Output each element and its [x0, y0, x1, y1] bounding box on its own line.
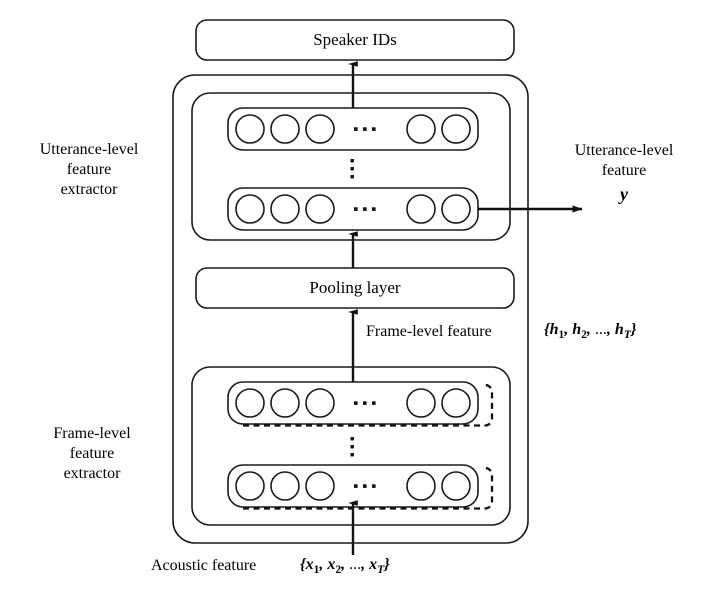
input-seq-term-1-base: x: [305, 556, 314, 573]
utterance-layer-bottom-box: [227, 187, 479, 231]
frame-layer-top-circles: [235, 388, 471, 418]
input-seq-term-2-sub: 2: [335, 564, 342, 577]
input-seq-term-2-base: x: [327, 556, 336, 573]
hidden-seq-ellipsis: ...: [594, 321, 607, 338]
frame-extractor-label-line3: extractor: [63, 465, 121, 482]
utterance-layer-bottom-ellipsis: [354, 207, 376, 211]
utterance-layer-top-box: [227, 107, 479, 151]
frame-extractor-label-line2: feature: [69, 445, 115, 462]
input-sequence-math: {x1, x2, ..., xT}: [300, 555, 390, 578]
utterance-layer-top-ellipsis: [354, 127, 376, 131]
utterance-extractor-label: Utterance-level feature extractor: [14, 140, 164, 200]
utterance-feature-symbol: y: [620, 184, 628, 204]
pooling-layer-label: Pooling layer: [309, 278, 401, 297]
pooling-layer-box: [195, 267, 515, 309]
utterance-extractor-label-line1: Utterance-level: [39, 141, 139, 158]
utterance-vertical-ellipsis: [350, 159, 354, 179]
frame-layer-top-recurrent-loop: [243, 383, 494, 427]
hidden-seq-term-1-sub: 1: [558, 329, 565, 342]
input-seq-last-base: x: [369, 556, 378, 573]
hidden-sequence-math: {h1, h2, ..., hT}: [544, 320, 636, 343]
acoustic-feature-label: Acoustic feature: [151, 557, 257, 574]
frame-layer-bottom-recurrent-loop: [243, 466, 494, 510]
input-seq-term-1-sub: 1: [313, 564, 320, 577]
input-seq-last-sub: T: [377, 564, 385, 577]
frame-extractor-container: [191, 366, 511, 526]
frame-extractor-label: Frame-level feature extractor: [22, 424, 162, 484]
hidden-seq-last-sub: T: [623, 329, 631, 342]
utterance-feature-label-line1: Utterance-level: [574, 142, 674, 159]
speaker-ids-label: Speaker IDs: [313, 30, 397, 49]
utterance-extractor-container: [191, 92, 511, 241]
hidden-seq-term-1-base: h: [549, 321, 559, 338]
input-seq-comma-3: ,: [361, 556, 370, 573]
input-seq-comma-1: ,: [319, 556, 328, 573]
utterance-layer-top-circles: [235, 114, 471, 144]
frame-vertical-ellipsis: [350, 437, 354, 457]
utterance-feature-label: Utterance-level feature y: [540, 141, 708, 206]
hidden-seq-last-base: h: [614, 321, 624, 338]
hidden-seq-comma-2: ,: [586, 321, 595, 338]
frame-layer-top-box: [227, 381, 479, 425]
input-seq-ellipsis: ...: [349, 556, 362, 573]
frame-level-feature-label: Frame-level feature: [366, 323, 492, 340]
utterance-extractor-label-line3: extractor: [60, 181, 118, 198]
input-seq-comma-2: ,: [341, 556, 350, 573]
speaker-ids-box: [195, 19, 515, 61]
hidden-seq-comma-1: ,: [564, 321, 573, 338]
frame-extractor-label-line1: Frame-level: [53, 425, 131, 442]
hidden-seq-term-2-sub: 2: [581, 329, 587, 342]
hidden-seq-close: }: [630, 321, 637, 338]
network-outer-container: [172, 74, 529, 544]
utterance-extractor-label-line2: feature: [66, 161, 112, 178]
hidden-seq-open: {: [544, 321, 550, 338]
input-seq-close: }: [384, 556, 390, 573]
frame-layer-bottom-ellipsis: [354, 484, 376, 488]
frame-layer-bottom-box: [227, 464, 479, 508]
hidden-seq-comma-3: ,: [606, 321, 615, 338]
utterance-feature-label-line2: feature: [601, 162, 647, 179]
frame-layer-bottom-circles: [235, 471, 471, 501]
frame-layer-top-ellipsis: [354, 401, 376, 405]
hidden-seq-term-2-base: h: [572, 321, 582, 338]
input-seq-open: {: [300, 556, 306, 573]
utterance-layer-bottom-circles: [235, 194, 471, 224]
